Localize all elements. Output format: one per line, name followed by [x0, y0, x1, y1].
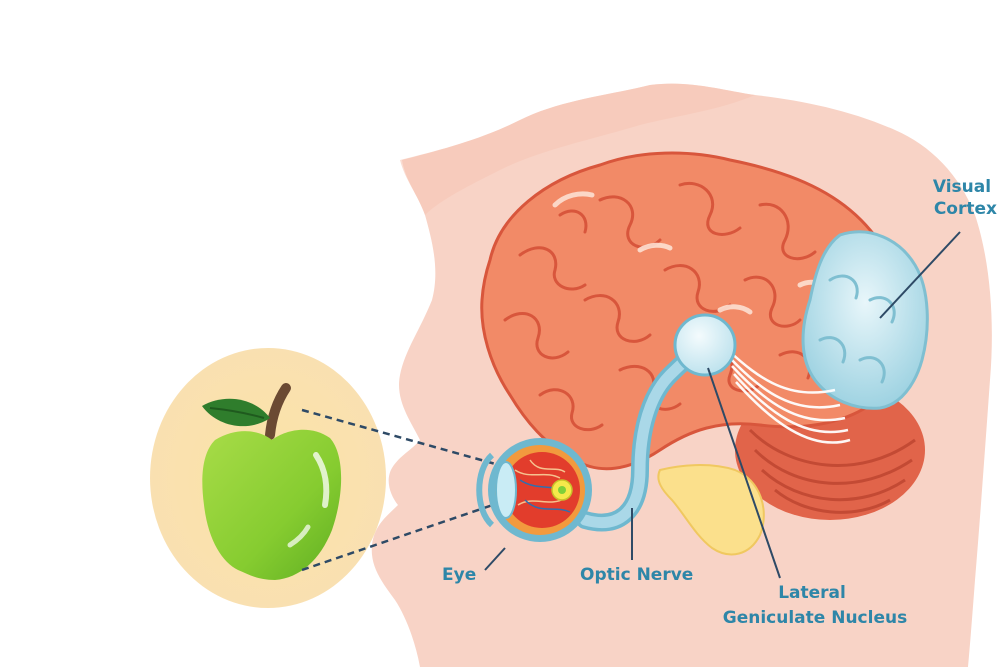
label-lgn: Lateral Geniculate Nucleus — [723, 583, 907, 628]
apple-body — [202, 429, 342, 580]
label-eye: Eye — [442, 565, 476, 585]
optic-radiation — [727, 349, 851, 444]
label-lgn-line1: Lateral — [778, 583, 846, 603]
leader-line-lgn — [707, 367, 781, 579]
projection-line-bottom — [301, 480, 561, 572]
label-visual-cortex-line2: Cortex — [934, 199, 997, 219]
head-hair-highlight — [400, 83, 755, 215]
visual-cortex — [801, 230, 929, 410]
apple-shine-small — [287, 524, 311, 548]
label-visual-cortex: Visual Cortex — [933, 177, 997, 219]
cerebrum — [480, 151, 907, 471]
apple-leaf-vein — [209, 407, 265, 419]
apple-shine — [313, 452, 330, 508]
lateral-geniculate-nucleus — [673, 313, 737, 377]
leader-line-visual-cortex — [879, 231, 961, 319]
label-lgn-line2: Geniculate Nucleus — [723, 608, 907, 628]
apple-stem — [265, 383, 291, 440]
apple — [202, 383, 342, 580]
eye — [476, 438, 592, 542]
projection-line-top — [301, 408, 561, 484]
brainstem — [657, 464, 765, 556]
label-optic-nerve: Optic Nerve — [580, 565, 693, 585]
label-visual-cortex-line1: Visual — [933, 177, 991, 197]
leader-line-eye — [484, 547, 506, 571]
